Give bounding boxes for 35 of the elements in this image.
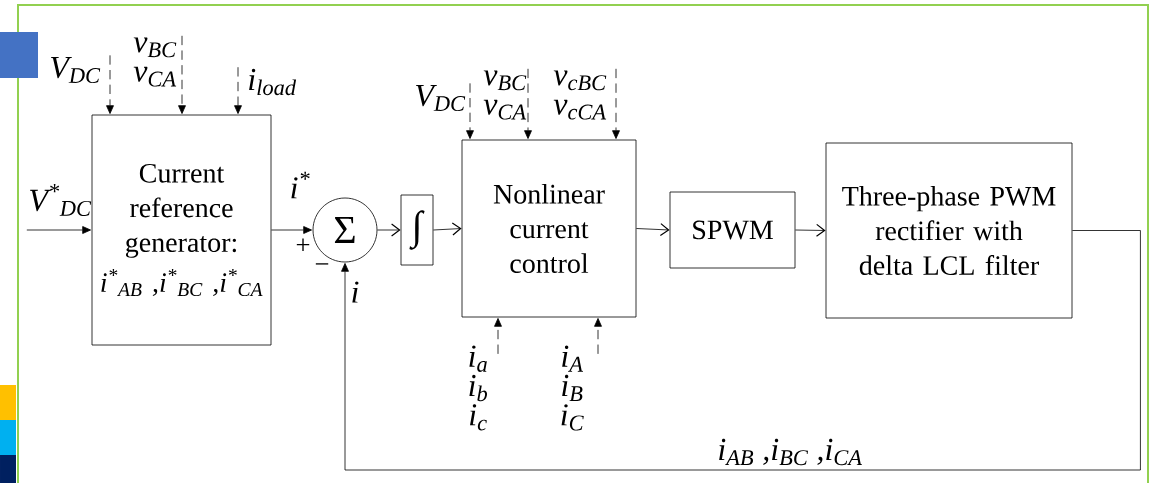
plus-sign: + — [296, 238, 310, 251]
arrow — [178, 35, 186, 114]
block-box: SPWM — [669, 191, 796, 269]
arrow — [234, 66, 242, 114]
signal-label: i — [352, 281, 359, 303]
arrow — [636, 223, 670, 237]
arrow — [271, 226, 312, 234]
block-box: Nonlinear current control — [461, 139, 637, 318]
arrow — [433, 222, 462, 236]
arrow — [466, 82, 474, 139]
signal-label: V$_{DC}$ — [51, 56, 101, 84]
block-box: Three-phase PWM rectifier with delta LCL filter — [825, 142, 1073, 319]
summing-junction: Σ — [312, 197, 378, 263]
arrow — [341, 230, 1141, 471]
signal-label: V$_{DC}$ — [416, 84, 466, 112]
arrow — [494, 318, 502, 355]
edge-label: i$^{*}$ — [288, 170, 312, 200]
arrow — [106, 54, 114, 114]
block-box: ∫ — [400, 194, 434, 266]
signal-label: V$^{*}$DC — [30, 184, 92, 216]
signal-label: i$_{A}$ i$_{B}$ i$_{C}$ — [561, 345, 584, 431]
edge-label: i$_{AB}$ ,i$_{BC}$ ,i$_{CA}$ — [716, 437, 864, 467]
signal-label: v$_{BC}$ v$_{CA}$ — [483, 70, 527, 120]
arrow — [524, 68, 532, 139]
signal-label: i$_{a}$ i$_{b}$ i$_{c}$ — [469, 345, 488, 431]
arrow — [26, 226, 91, 234]
signal-label: i$_{load}$ — [249, 68, 297, 96]
arrow — [594, 318, 602, 355]
signal-label: v$_{cBC}$ v$_{cCA}$ — [553, 70, 607, 120]
arrow — [795, 223, 826, 237]
arrow — [377, 223, 401, 237]
signal-label: v$_{BC}$ v$_{CA}$ — [133, 37, 177, 87]
minus-sign: − — [315, 263, 329, 265]
arrow — [612, 68, 620, 139]
block-box: Current reference generator: i$^{*}$$_{AB}$ ,i$^{*}$$_{BC}$ ,i$^{*}$CA — [91, 114, 272, 346]
